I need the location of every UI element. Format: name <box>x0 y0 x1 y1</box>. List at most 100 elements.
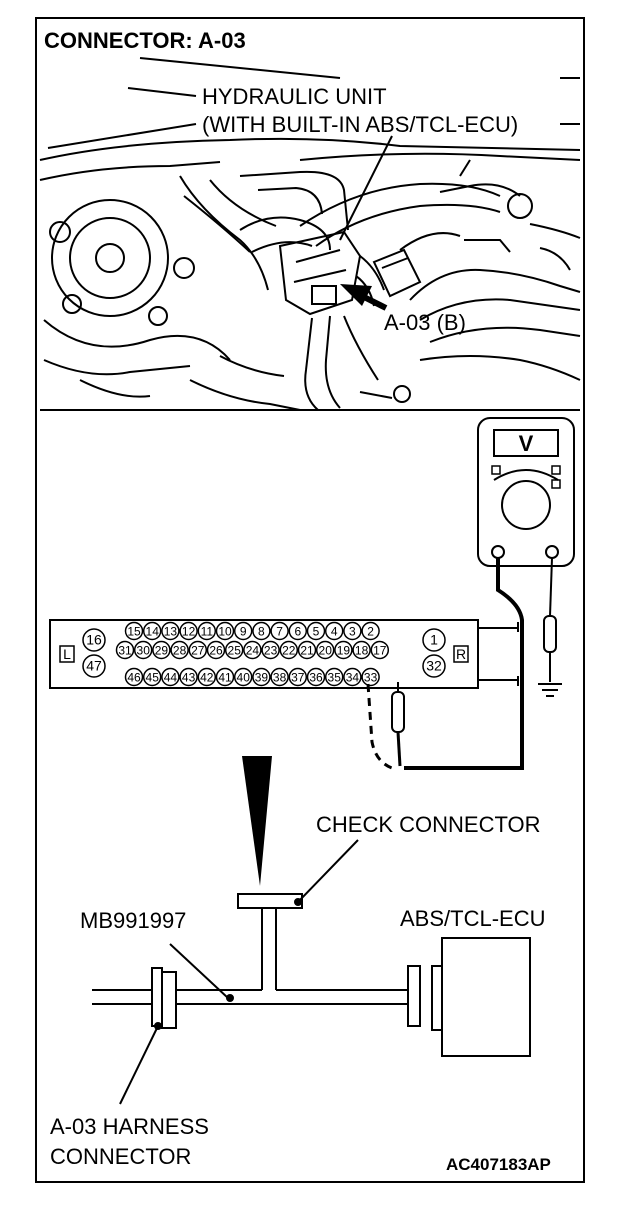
connector-pin-number: 39 <box>255 671 269 685</box>
voltmeter-body <box>477 417 575 567</box>
connector-pin-number: 32 <box>426 658 442 674</box>
connector-pin <box>197 667 217 687</box>
connector-pin-number: 38 <box>273 671 287 685</box>
connector-pin <box>215 667 235 687</box>
connector-pin-number: 46 <box>127 671 141 685</box>
connector-pin-number: 26 <box>209 644 223 658</box>
connector-pin <box>142 621 162 641</box>
connector-pin <box>170 640 189 660</box>
hydraulic-unit-label-line2: (WITH BUILT-IN ABS/TCL-ECU) <box>202 112 518 137</box>
connector-pin <box>270 667 289 687</box>
connector-pin-number: 41 <box>218 671 232 685</box>
connector-pin <box>324 621 344 641</box>
connector-pin-number: 3 <box>349 625 356 639</box>
connector-pin-number: 42 <box>200 671 214 685</box>
connector-pin-number: 44 <box>164 671 178 685</box>
figure-code: AC407183AP <box>446 1155 551 1174</box>
connector-pin <box>197 621 217 641</box>
harness-setup <box>92 839 531 1105</box>
connector-callout-label: A-03 (B) <box>384 310 466 335</box>
connector-pin <box>370 640 390 660</box>
ecu-label: ABS/TCL-ECU <box>400 906 545 931</box>
connector-pin-number: 16 <box>86 632 102 648</box>
connector-pin <box>361 621 380 641</box>
engine-bay-illustration <box>39 57 581 411</box>
connector-pin-number: 31 <box>118 644 132 658</box>
connector-pin-number: 24 <box>246 644 260 658</box>
connector-pin-number: 19 <box>337 644 351 658</box>
connector-pin <box>252 621 271 641</box>
connector-pin <box>343 621 362 641</box>
connector-pin <box>324 667 344 687</box>
connector-pin-number: 8 <box>258 625 265 639</box>
connector-pin-number: 47 <box>86 658 102 674</box>
connector-pin-number: 33 <box>364 671 378 685</box>
connector-pin <box>334 640 353 660</box>
connector-pin-number: 37 <box>291 671 305 685</box>
connector-pin <box>288 621 308 641</box>
connector-pin <box>343 667 362 687</box>
connector-housing <box>49 619 479 689</box>
connector-pin <box>422 628 446 652</box>
connector-pin-number: 1 <box>430 632 438 648</box>
connector-pin-number: 35 <box>328 671 342 685</box>
connector-pin <box>297 640 317 660</box>
connector-pin <box>124 667 144 687</box>
connector-pin <box>422 654 446 678</box>
connector-pin-number: 36 <box>309 671 323 685</box>
connector-pin <box>82 654 106 678</box>
connector-pin <box>188 640 208 660</box>
voltmeter-dial <box>501 480 551 530</box>
harness-connector-label-line2: CONNECTOR <box>50 1144 191 1169</box>
connector-pin-number: 4 <box>331 625 338 639</box>
view-direction-pointer <box>242 756 272 886</box>
connector-side-right: R <box>456 646 466 662</box>
connector-pin <box>243 640 262 660</box>
diagram-title: CONNECTOR: A-03 <box>44 28 246 53</box>
connector-pin <box>179 667 198 687</box>
connector-pin <box>215 621 235 641</box>
connector-pin-number: 15 <box>127 625 141 639</box>
connector-pin-number: 30 <box>137 644 151 658</box>
connector-pin <box>315 640 335 660</box>
check-connector-label: CHECK CONNECTOR <box>316 812 541 837</box>
connector-pin <box>233 667 253 687</box>
connector-pin <box>179 621 198 641</box>
connector-pin-number: 12 <box>182 625 196 639</box>
tool-number-label: MB991997 <box>80 908 186 933</box>
connector-pin-number: 10 <box>218 625 232 639</box>
connector-pin <box>288 667 308 687</box>
connector-pin-number: 27 <box>191 644 205 658</box>
connector-arrow <box>340 284 388 311</box>
connector-pin-number: 23 <box>264 644 278 658</box>
connector-pin-number: 45 <box>146 671 160 685</box>
connector-pin <box>161 667 180 687</box>
voltmeter-terminal-v <box>545 545 559 559</box>
connector-pin-number: 22 <box>282 644 296 658</box>
connector-pin-number: 9 <box>240 625 247 639</box>
connector-pin-number: 6 <box>294 625 301 639</box>
connector-pin-number: 28 <box>173 644 187 658</box>
connector-pin-number: 29 <box>155 644 169 658</box>
connector-pin-number: 25 <box>228 644 242 658</box>
back-probe-dashed <box>366 683 393 770</box>
voltmeter: V <box>477 417 575 567</box>
connector-pin-number: 14 <box>146 625 160 639</box>
hydraulic-unit-label-line1: HYDRAULIC UNIT <box>202 84 387 109</box>
back-probe-tip <box>391 691 405 733</box>
connector-pin <box>261 640 280 660</box>
connector-pin-number: 43 <box>182 671 196 685</box>
connector-pin-number: 17 <box>373 644 387 658</box>
voltmeter-terminal-com <box>491 545 505 559</box>
connector-pin-number: 20 <box>319 644 333 658</box>
connector-side-left: L <box>63 646 71 662</box>
connector-pin <box>279 640 299 660</box>
connector-pin-number: 34 <box>346 671 360 685</box>
connector-pin <box>224 640 244 660</box>
connector-pin-number: 21 <box>300 644 314 658</box>
connector-pin <box>233 621 253 641</box>
voltmeter-display <box>493 429 559 457</box>
harness-connector-label-line1: A-03 HARNESS <box>50 1114 209 1139</box>
connector-pin-number: 7 <box>276 625 283 639</box>
ecu-box <box>441 937 531 1057</box>
